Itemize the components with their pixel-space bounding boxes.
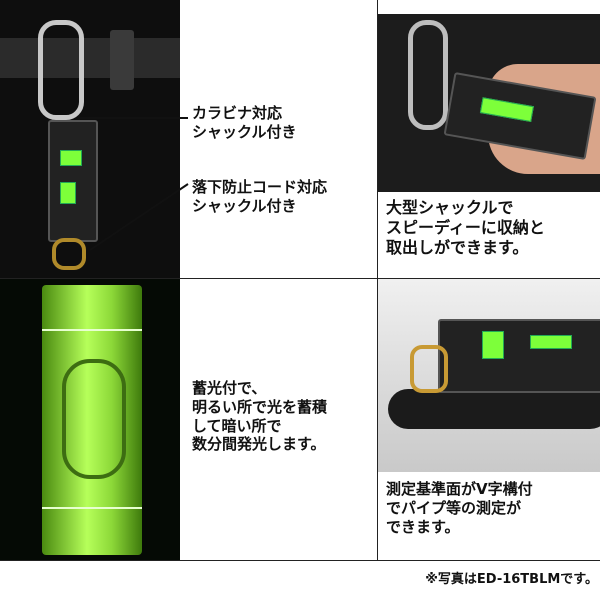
vial-image [60,182,76,204]
belt [0,38,180,78]
level-tool-image [48,120,98,242]
divider [0,560,600,561]
divider [377,0,378,560]
callout-carabiner: カラビナ対応 シャックル付き [192,104,297,141]
belt-loop [110,30,134,90]
mark-line [42,329,142,331]
footnote: ※写真はED-16TBLMです。 [425,572,598,587]
vial-image [60,150,82,166]
mark-line [42,507,142,509]
shackle-image [410,345,448,393]
leader-lines [80,117,189,251]
pipe-photo [378,279,600,472]
vial-image [479,97,534,123]
vial-image [530,335,572,349]
vial-image [482,331,504,359]
caption-panel: 測定基準面がV字構付 でパイプ等の測定が できます。 [378,472,600,560]
caption-storage: 大型シャックルで スピーディーに収納と 取出しができます。 [386,198,545,257]
level-tool-image [438,319,600,393]
caption-vgroove: 測定基準面がV字構付 でパイプ等の測定が できます。 [386,480,533,536]
vial-closeup-photo [0,279,180,560]
caption-panel: 大型シャックルで スピーディーに収納と 取出しができます。 [378,192,600,278]
belt-photo [0,0,180,278]
caption-glow: 蓄光付で、 明るい所で光を蓄積 して暗い所で 数分間発光します。 [192,379,328,454]
bubble-image [62,359,126,479]
carabiner-image [408,20,448,130]
callout-panel: カラビナ対応 シャックル付き 落下防止コード対応 シャックル付き [180,0,377,278]
carabiner-image [38,20,84,120]
divider [0,278,600,279]
shackle-image [52,238,86,270]
pipe-image [388,389,600,429]
hand-photo [378,14,600,192]
callout-lanyard: 落下防止コード対応 シャックル付き [192,178,328,215]
caption-panel: 蓄光付で、 明るい所で光を蓄積 して暗い所で 数分間発光します。 [180,279,377,560]
